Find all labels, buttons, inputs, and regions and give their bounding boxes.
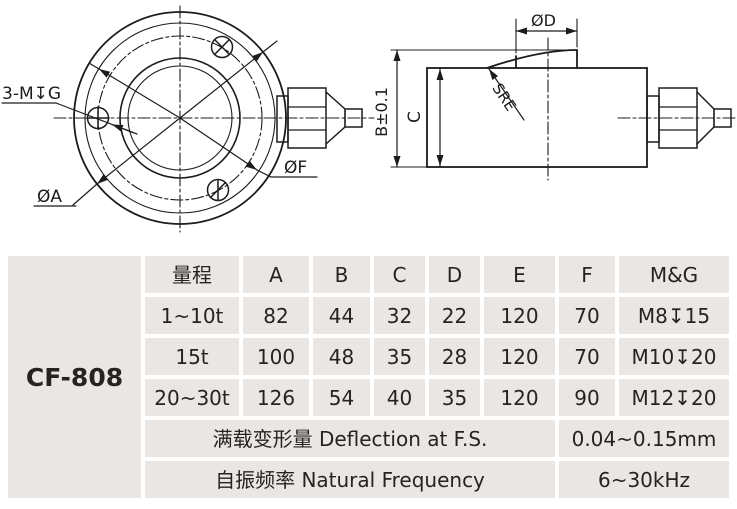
header-e: E [484, 256, 555, 293]
height-b-label: B±0.1 [372, 87, 391, 137]
front-view: ØA ØF 3-M↧G [1, 5, 375, 233]
header-b: B [313, 256, 370, 293]
flange-chamfer-circle [84, 22, 276, 214]
thread-label: 3-M↧G [2, 84, 61, 104]
dia-a-dimension [33, 40, 278, 207]
screw-left [86, 106, 110, 130]
sphere-radius-label: SRE [488, 80, 519, 114]
technical-drawing: ØA ØF 3-M↧G [1, 5, 737, 233]
screw-top [210, 35, 234, 59]
row1-mg: M8↧15 [619, 297, 729, 334]
row1-c: 32 [374, 297, 425, 334]
sre-leader [488, 68, 525, 121]
row2-capacity: 15t [145, 338, 239, 375]
screw-bottom [206, 178, 230, 202]
row1-b: 44 [313, 297, 370, 334]
spec-table: CF-808 量程 A B C D E F M&G 1~10t 82 44 32… [8, 256, 729, 498]
row3-f: 90 [559, 379, 615, 416]
front-cable-gland [276, 87, 363, 149]
row2-d: 28 [429, 338, 480, 375]
row2-e: 120 [484, 338, 555, 375]
header-c: C [374, 256, 425, 293]
row3-d: 35 [429, 379, 480, 416]
frequency-value: 6~30kHz [559, 461, 729, 498]
dia-f-dimension [88, 62, 318, 178]
row1-a: 82 [243, 297, 309, 334]
row3-mg: M12↧20 [619, 379, 729, 416]
dia-f-label: ØF [284, 158, 307, 178]
row1-f: 70 [559, 297, 615, 334]
header-a: A [243, 256, 309, 293]
header-capacity: 量程 [145, 256, 239, 293]
row3-c: 40 [374, 379, 425, 416]
row2-mg: M10↧20 [619, 338, 729, 375]
height-c-label: C [405, 111, 425, 123]
header-mg: M&G [619, 256, 729, 293]
row2-f: 70 [559, 338, 615, 375]
row1-d: 22 [429, 297, 480, 334]
header-d: D [429, 256, 480, 293]
height-b-dimension [390, 49, 578, 168]
model-cell: CF-808 [8, 256, 141, 498]
deflection-value: 0.04~0.15mm [559, 420, 729, 457]
outer-flange-circle [73, 11, 287, 225]
row3-capacity: 20~30t [145, 379, 239, 416]
header-f: F [559, 256, 615, 293]
boss-inner-circle [127, 65, 233, 171]
load-button [486, 49, 578, 69]
row3-b: 54 [313, 379, 370, 416]
row3-a: 126 [243, 379, 309, 416]
side-body [426, 67, 648, 168]
deflection-label: 满载变形量 Deflection at F.S. [145, 420, 555, 457]
boss-circle [119, 57, 241, 179]
row1-capacity: 1~10t [145, 297, 239, 334]
thread-callout [1, 102, 138, 135]
row2-a: 100 [243, 338, 309, 375]
frequency-label: 自振频率 Natural Frequency [145, 461, 555, 498]
row3-e: 120 [484, 379, 555, 416]
side-view: ØD B±0.1 C SRE [372, 11, 737, 181]
dia-d-dimension [515, 18, 578, 54]
side-cable-gland [617, 87, 737, 149]
dia-d-label: ØD [531, 11, 556, 30]
row2-c: 35 [374, 338, 425, 375]
row2-b: 48 [313, 338, 370, 375]
dia-a-label: ØA [37, 187, 62, 207]
row1-e: 120 [484, 297, 555, 334]
